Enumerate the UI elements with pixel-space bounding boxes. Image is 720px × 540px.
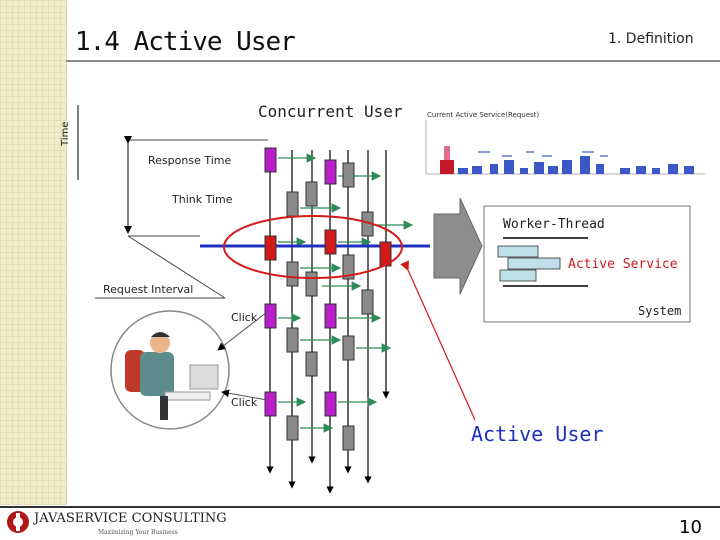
active-service-graph: [422, 108, 712, 180]
graph-caption: Current Active Service(Request): [427, 111, 540, 119]
system-label: System: [638, 304, 682, 318]
user-at-computer-illustration: [110, 310, 230, 430]
request-interval-diagonal: [127, 235, 226, 299]
header-divider: [66, 60, 720, 62]
worker-thread-label: Worker-Thread: [503, 217, 605, 232]
page-number: 10: [679, 517, 702, 538]
active-user-pointer: [400, 260, 476, 421]
service-bar-1: [497, 245, 539, 258]
active-user-label: Active User: [471, 422, 604, 446]
click-arrow-1: [217, 311, 268, 351]
flow-arrow: [433, 197, 483, 295]
service-bar-3: [499, 269, 537, 282]
request-boxes: [264, 147, 392, 451]
service-bar-2: [507, 257, 561, 270]
user-timelines: [266, 150, 390, 494]
footer-divider: [0, 506, 720, 508]
decorative-side-strip: [0, 0, 67, 505]
logo-tagline: Maximizing Your Business: [98, 529, 178, 536]
active-user-ellipse: [223, 215, 403, 279]
concurrency-diagram: [77, 105, 712, 494]
click-label-1: Click: [231, 311, 258, 324]
click-label-2: Click: [231, 396, 258, 409]
think-time-label: Think Time: [172, 193, 233, 206]
section-label: 1. Definition: [608, 31, 694, 47]
slide-title: 1.4 Active User: [75, 27, 296, 57]
time-axis-label: Time: [60, 121, 71, 146]
active-service-label: Active Service: [568, 257, 678, 272]
logo-brand-text: JAVASERVICE CONSULTING: [34, 511, 227, 526]
concurrent-user-label: Concurrent User: [258, 102, 403, 121]
response-time-label: Response Time: [148, 154, 232, 167]
logo-mark-icon: [7, 511, 29, 533]
click-arrow-2: [221, 389, 268, 401]
request-arrows: [278, 153, 414, 433]
request-interval-label: Request Interval: [103, 283, 194, 296]
